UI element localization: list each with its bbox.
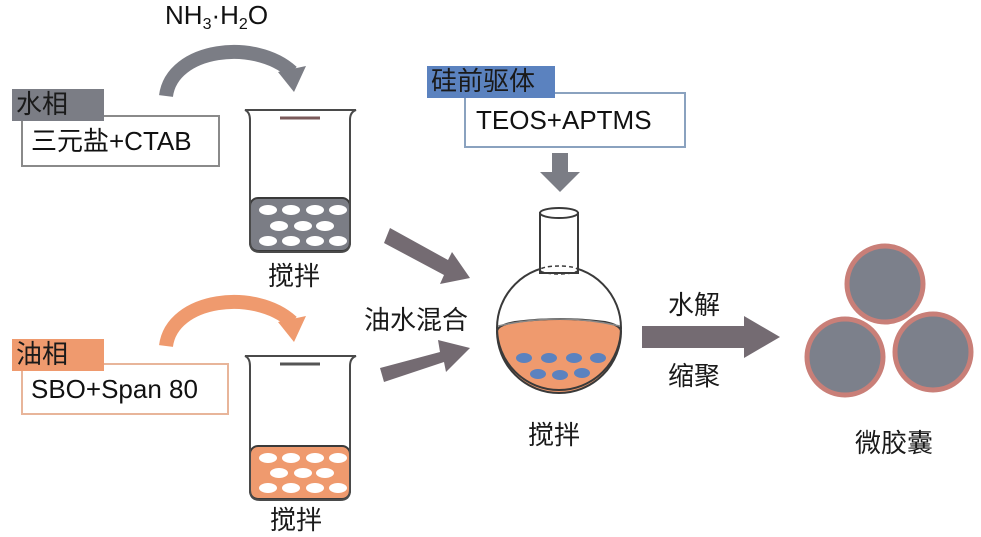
formula-part: ·H <box>211 0 239 30</box>
arrow-precursor-down <box>540 153 580 192</box>
arrow-to-microcapsules <box>642 316 780 358</box>
oil-phase-content: SBO+Span 80 <box>31 374 198 404</box>
water-phase-box: 三元盐+CTAB <box>21 115 220 167</box>
microcapsule-left <box>804 316 886 398</box>
ammonia-label: NH3·H2O <box>165 0 268 34</box>
stir-label-oil: 搅拌 <box>270 506 323 536</box>
oil-phase-box: SBO+Span 80 <box>21 363 229 415</box>
arrow-oil-to-flask <box>380 340 470 382</box>
formula-part: O <box>247 0 269 30</box>
oil-phase-tag: 油相 <box>12 339 104 371</box>
curved-arrow-oil <box>159 295 306 348</box>
water-phase-content: 三元盐+CTAB <box>31 126 192 156</box>
beaker-water <box>244 109 357 253</box>
stir-label-flask: 搅拌 <box>528 421 581 451</box>
arrow-water-to-flask <box>384 228 470 284</box>
microcapsules <box>804 243 974 398</box>
silica-precursor-box: TEOS+APTMS <box>464 92 686 148</box>
silica-precursor-tag: 硅前驱体 <box>427 66 555 98</box>
mix-label: 油水混合 <box>364 306 469 336</box>
silica-precursor-content: TEOS+APTMS <box>476 105 652 135</box>
microcapsule-right <box>892 311 974 393</box>
microcapsule-label: 微胶囊 <box>855 429 934 459</box>
round-bottom-flask <box>495 207 623 394</box>
water-phase-tag: 水相 <box>12 89 104 121</box>
condensation-label: 缩聚 <box>668 362 721 392</box>
hydrolysis-label: 水解 <box>668 291 721 321</box>
stir-label-water: 搅拌 <box>268 262 321 292</box>
beaker-oil <box>244 355 357 501</box>
formula-subscript: 2 <box>238 16 248 33</box>
microcapsule-top <box>844 243 926 325</box>
curved-arrow-water <box>159 45 306 98</box>
formula-subscript: 3 <box>202 16 212 33</box>
formula-part: NH <box>165 0 203 30</box>
